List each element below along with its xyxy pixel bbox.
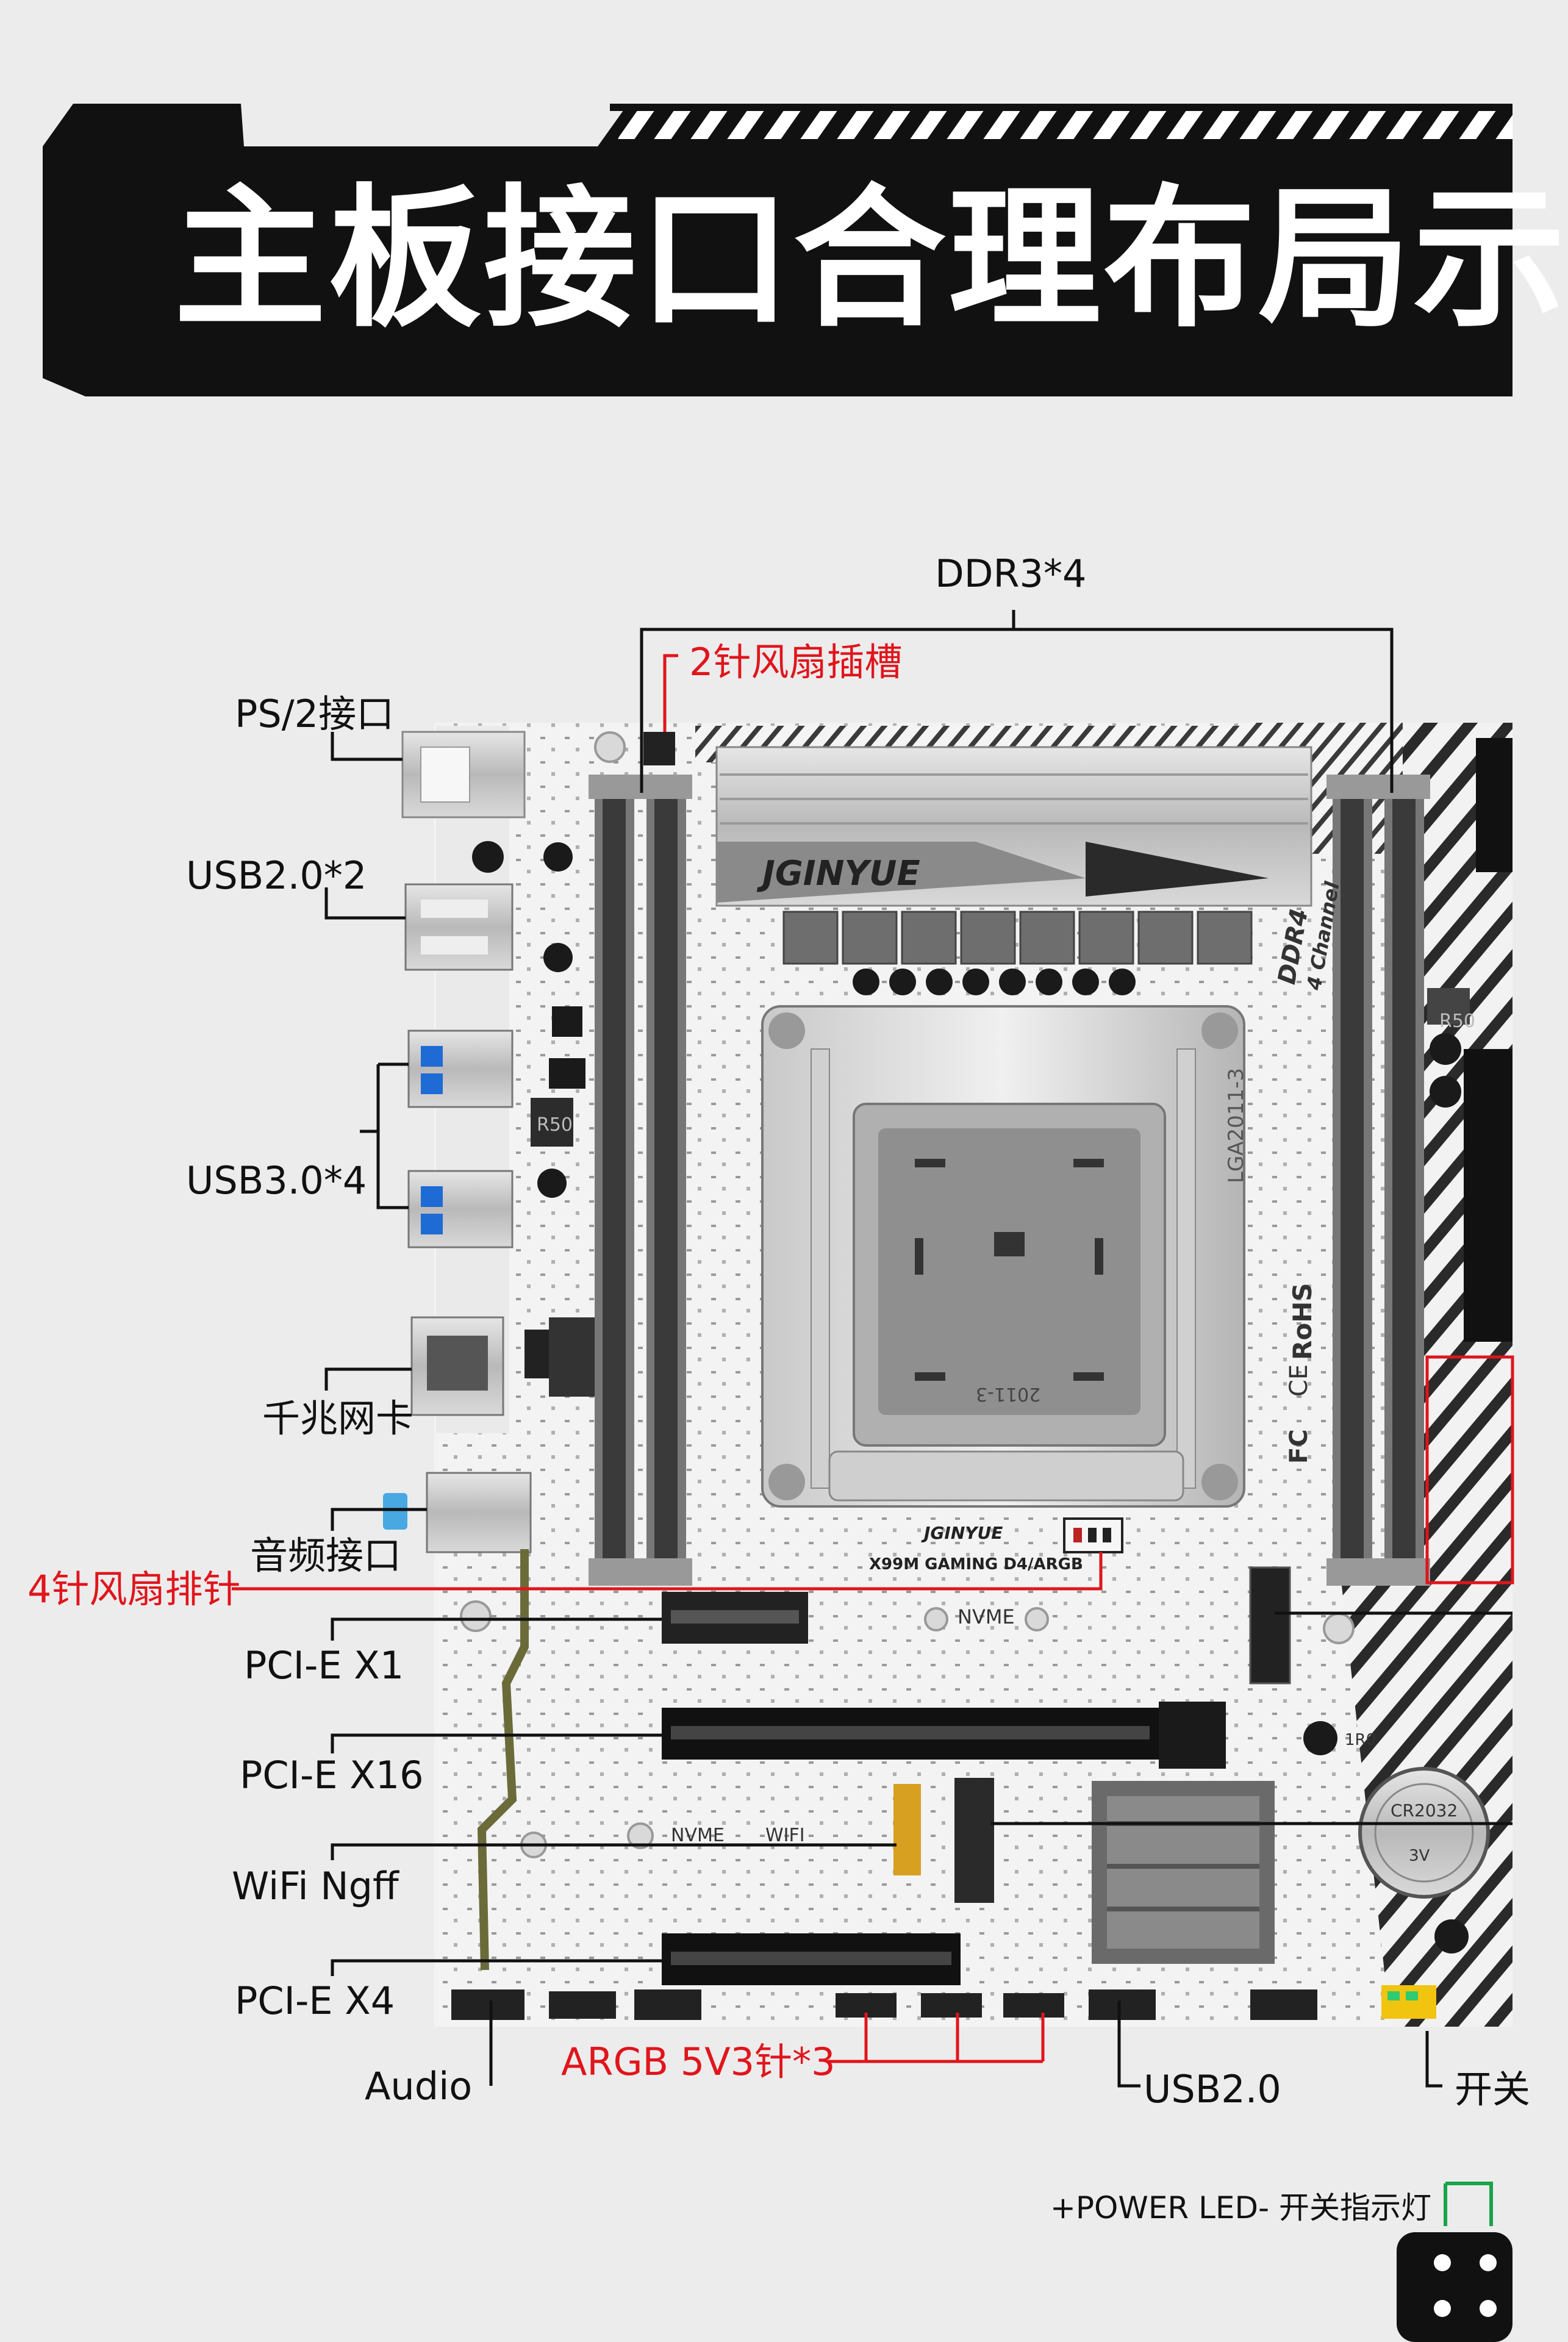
label-pcie-x1: PCI-E X1 <box>244 1643 404 1688</box>
lan-port <box>410 1316 604 1416</box>
cpu-socket <box>761 1005 1245 1508</box>
callout-lines <box>324 610 1513 2088</box>
board-model: X99M GAMING D4/ARGB <box>869 1555 1083 1574</box>
label-argb: ARGB 5V3针*3 <box>561 2039 836 2084</box>
board-brand: JGINYUE <box>924 1523 1003 1543</box>
audio-jacks <box>383 1472 532 1553</box>
fan-2pin-header <box>643 732 675 765</box>
label-ps2: PS/2接口 <box>235 692 395 736</box>
label-audio-header: Audio <box>365 2064 473 2108</box>
label-usb2: USB2.0*2 <box>186 853 367 898</box>
misc-capacitors <box>1303 738 1513 1953</box>
io-components <box>472 841 585 1198</box>
infographic-graphics <box>43 104 1514 2342</box>
label-usb20: USB2.0 <box>1144 2067 1281 2111</box>
label-ddr: DDR3*4 <box>935 551 1087 596</box>
fc-mark: FC <box>1285 1429 1313 1464</box>
battery-text: CR2032 <box>1391 1800 1458 1821</box>
choke-mark: R50 <box>537 1114 573 1136</box>
choke-mark-right: R50 <box>1439 1011 1476 1032</box>
m2-slot-right <box>1249 1566 1291 1685</box>
heatsink-brand: JGINYUE <box>762 854 920 893</box>
ce-mark: CE <box>1285 1364 1313 1397</box>
nvme-silk-bottom: NVME <box>671 1825 725 1846</box>
chipset-heatsink <box>1092 1781 1275 1964</box>
battery-voltage: 3V <box>1409 1847 1430 1865</box>
m2-wifi-slot <box>893 1784 921 1875</box>
ps2-port <box>401 731 526 818</box>
label-pcie-x16: PCI-E X16 <box>240 1753 424 1797</box>
label-pcie-x4: PCI-E X4 <box>235 1979 395 2023</box>
vrm-heatsink <box>715 746 1312 907</box>
usb2-ports <box>404 883 514 971</box>
socket-silk: LGA2011-3 <box>1224 1068 1248 1183</box>
front-panel-header <box>1381 1985 1436 2019</box>
wifi-silk: WIFI <box>765 1825 805 1846</box>
label-lan: 千兆网卡 <box>262 1396 414 1441</box>
cmos-battery <box>1358 1767 1490 1899</box>
label-audio-port: 音频接口 <box>250 1533 402 1578</box>
pcie-x1-slot <box>662 1592 808 1644</box>
bottom-headers <box>451 1989 1317 2020</box>
fan-4pin-header <box>1063 1517 1123 1553</box>
title-banner <box>43 104 1513 396</box>
ram-slots-right <box>1326 775 1430 1586</box>
label-switch: 开关 <box>1455 2067 1531 2111</box>
usb3-ports <box>407 1030 514 1248</box>
nvme-silk: NVME <box>958 1605 1015 1628</box>
pcie-x4-slot <box>662 1933 961 1985</box>
red-callout-lines <box>232 654 1514 2063</box>
label-wifi: WiFi Ngff <box>232 1864 399 1908</box>
socket-cover-text: 2011-3 <box>976 1383 1041 1405</box>
ram-slots-left <box>589 775 692 1586</box>
label-usb3: USB3.0*4 <box>186 1158 367 1203</box>
rohs-mark: RoHS <box>1287 1283 1317 1360</box>
power-led-header <box>1397 2182 1513 2342</box>
motherboard <box>383 723 1513 2027</box>
label-fan-2pin: 2针风扇插槽 <box>689 640 903 684</box>
chokes <box>782 911 1253 965</box>
label-fan-4pin: 4针风扇排针 <box>27 1567 241 1611</box>
page-title: 主板接口合理布局示 <box>174 170 1568 348</box>
pcie-x16-slot <box>662 1702 1226 1769</box>
choke-small-mark: 1R0 <box>1345 1731 1376 1749</box>
label-power-led: +POWER LED- 开关指示灯 <box>1050 2190 1431 2226</box>
vrm-capacitors <box>853 969 1136 995</box>
m2-nvme-slot <box>954 1778 994 1903</box>
product-infographic: 主板接口合理布局示 JGINYUE JGINYUE X99M GAMING D4… <box>27 104 1566 2342</box>
